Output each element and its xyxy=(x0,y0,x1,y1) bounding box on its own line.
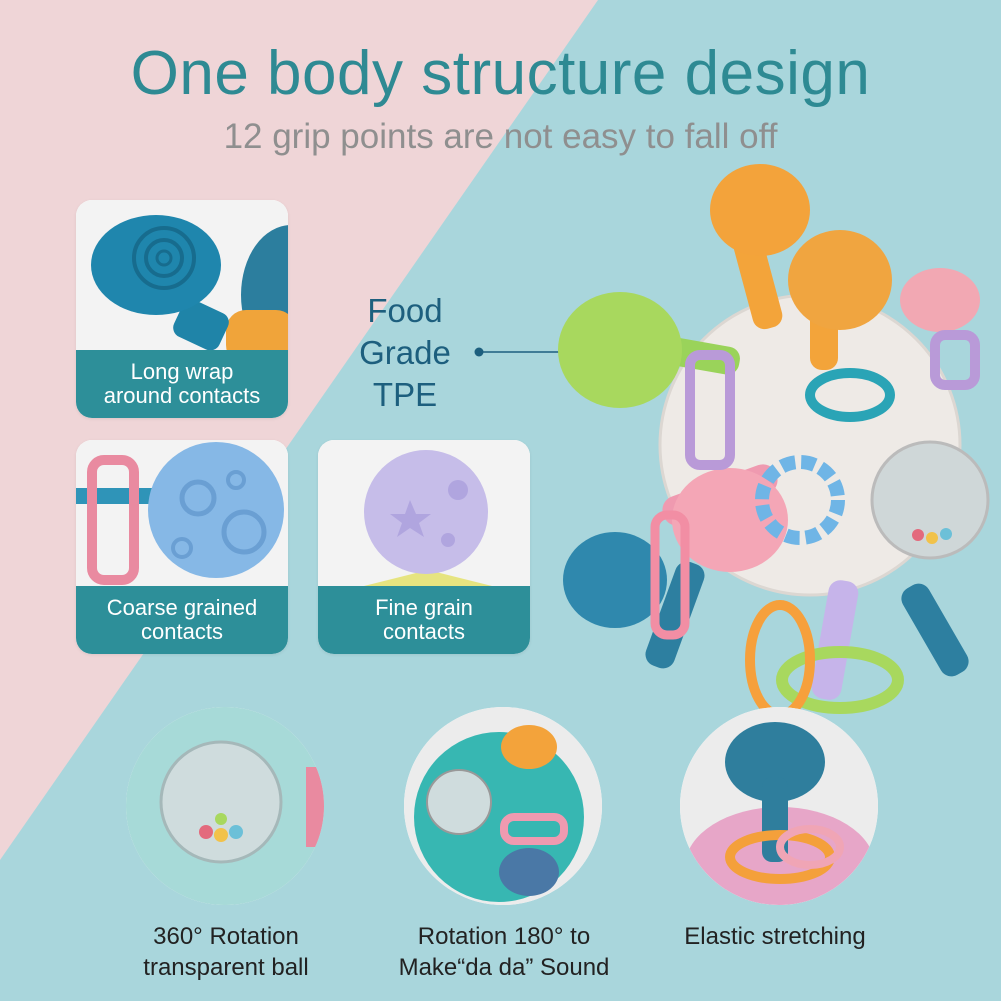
card-caption: Long wrap around contacts xyxy=(76,350,288,418)
material-callout: Food Grade TPE xyxy=(340,290,470,416)
card-caption-line1: Long wrap xyxy=(130,359,234,384)
feature-card-coarse-grain: Coarse grained contacts xyxy=(76,440,288,654)
circle-caption-2-line2: Make“da da” Sound xyxy=(398,954,610,981)
card-caption: Coarse grained contacts xyxy=(76,586,288,654)
circle-caption-2-line1: Rotation 180° to xyxy=(417,923,591,950)
feature-card-fine-grain: Fine grain contacts xyxy=(318,440,530,654)
card-caption-line1: Coarse grained xyxy=(106,595,258,620)
feature-circle-rotation-ball xyxy=(126,707,324,905)
circle-caption-2: Rotation 180° to Make“da da” Sound xyxy=(370,921,638,983)
circle-caption-1-line2: transparent ball xyxy=(143,954,309,981)
feature-circle-elastic xyxy=(680,707,878,905)
feature-circle-rotation-sound xyxy=(404,707,602,905)
callout-line1: Food xyxy=(367,292,443,329)
card-caption-line2: contacts xyxy=(383,619,465,644)
teether-ball-product-image xyxy=(558,164,990,720)
circle-caption-1: 360° Rotation transparent ball xyxy=(106,921,346,983)
circle-caption-3: Elastic stretching xyxy=(650,921,900,952)
card-caption: Fine grain contacts xyxy=(318,586,530,654)
page-title: One body structure design xyxy=(130,39,871,108)
callout-line2: Grade xyxy=(359,334,451,371)
feature-card-long-wrap: Long wrap around contacts xyxy=(76,200,288,418)
elastic-stretch-image xyxy=(680,707,878,905)
card-caption-line2: around contacts xyxy=(103,383,261,408)
callout-line3: TPE xyxy=(372,376,438,413)
circle-caption-3-line1: Elastic stretching xyxy=(684,923,866,950)
rotation-sound-image xyxy=(404,707,602,905)
circle-caption-1-line1: 360° Rotation xyxy=(153,923,299,950)
card-caption-line1: Fine grain xyxy=(375,595,473,620)
page-subtitle: 12 grip points are not easy to fall off xyxy=(223,117,778,156)
transparent-ball-image xyxy=(126,707,324,905)
card-caption-line2: contacts xyxy=(141,619,223,644)
